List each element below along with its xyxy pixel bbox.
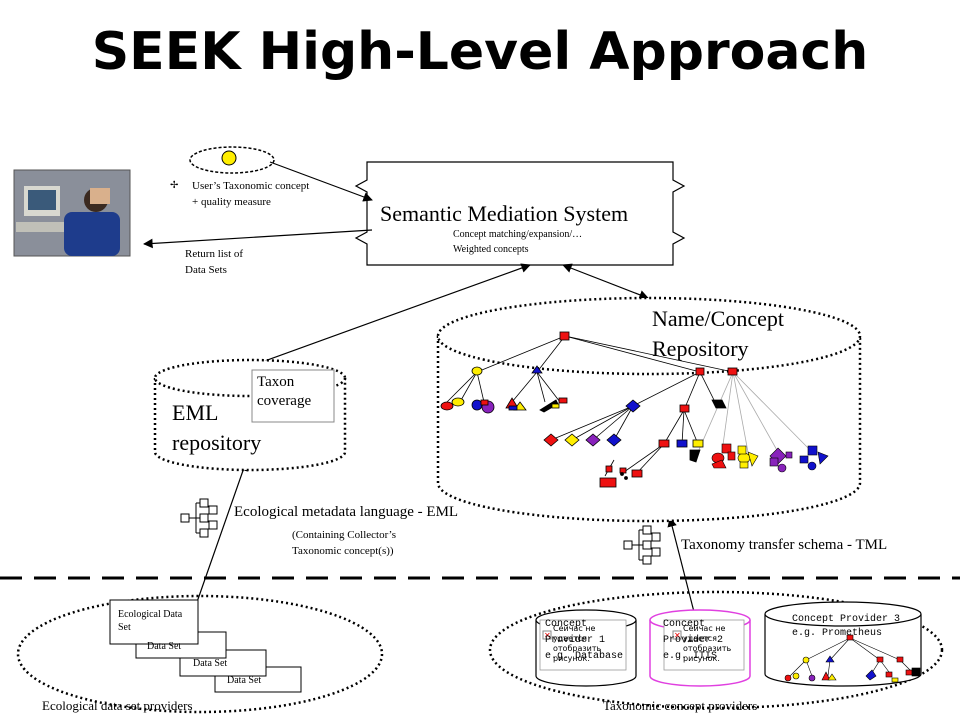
eml-repository-label: EML repository: [172, 400, 262, 455]
data-set-label: Data Set: [227, 675, 262, 686]
page-title: SEEK High-Level Approach: [91, 22, 869, 82]
user-photo: [13, 169, 131, 257]
eml-upload-arrow: [196, 461, 248, 603]
svg-text:✕: ✕: [544, 631, 551, 640]
eco-providers-label: Ecological data set providers: [42, 698, 193, 713]
return-list-label: Return list of Data Sets: [185, 248, 244, 276]
name-repository-cylinder: [436, 296, 862, 523]
user-query-label: User’s Taxonomic concept + quality measu…: [192, 180, 310, 208]
eml-schema-icon: [180, 498, 218, 538]
provider-2-image-placeholder: [663, 619, 745, 671]
sms-line-1: Concept matching/expansion/…: [453, 229, 583, 240]
provider-3-cylinder: [764, 601, 922, 687]
tml-upload-arrow: [667, 517, 695, 613]
sms-box: [354, 161, 686, 266]
broken-image-icon: ✕: [672, 630, 682, 640]
provider-2-image-error: Сейчас не удается отобразить рисунок.: [683, 624, 732, 663]
bullet-icon: ✢: [170, 180, 178, 191]
eco-providers-ellipse: [16, 594, 384, 714]
sms-name-repo-arrow: [562, 263, 649, 300]
data-set-label: Data Set: [147, 641, 182, 652]
sms-eml-arrow: [247, 263, 531, 369]
taxon-coverage-label: Taxon coverage: [257, 374, 312, 409]
tree-nodes: [440, 331, 738, 488]
taxonomy-transfer-label: Taxonomy transfer schema - TML: [681, 537, 888, 553]
taxon-coverage-box: [251, 369, 335, 423]
taxonomy-tree: [446, 335, 813, 477]
sms-line-2: Weighted concepts: [453, 244, 529, 255]
query-cloud: [189, 146, 275, 174]
name-repository-label: Name/Concept Repository: [652, 306, 784, 361]
data-set-stack: [109, 599, 302, 693]
eml-containing-label: (Containing Collector’s Taxonomic concep…: [292, 529, 396, 557]
provider-3-label: Concept Provider 3 e.g. Prometheus: [792, 614, 901, 639]
svg-text:✕: ✕: [674, 631, 681, 640]
tax-providers-ellipse: [488, 590, 944, 710]
provider-2-label: Concept Provider 2 e.g. ITIS: [663, 619, 724, 662]
provider-1-image-placeholder: [539, 619, 627, 671]
provider-1-label: Concept Provider 1 e.g. Database: [545, 619, 624, 662]
data-set-label-ecological: Ecological Data Set: [118, 609, 183, 633]
query-arrow: [269, 161, 373, 202]
data-set-label: Data Set: [193, 658, 228, 669]
sms-title: Semantic Mediation System: [380, 201, 629, 226]
tml-schema-icon: [623, 525, 661, 565]
tree-leaf-clusters: [711, 443, 829, 473]
provider-1-image-error: Сейчас не удается отобразить рисунок.: [553, 624, 602, 663]
provider-3-mini-tree: [784, 634, 921, 683]
eml-language-label: Ecological metadata language - EML: [234, 504, 459, 520]
return-arrow: [143, 229, 373, 249]
broken-image-icon: ✕: [542, 630, 552, 640]
tax-providers-label: Taxonomic concept providers: [603, 698, 758, 713]
